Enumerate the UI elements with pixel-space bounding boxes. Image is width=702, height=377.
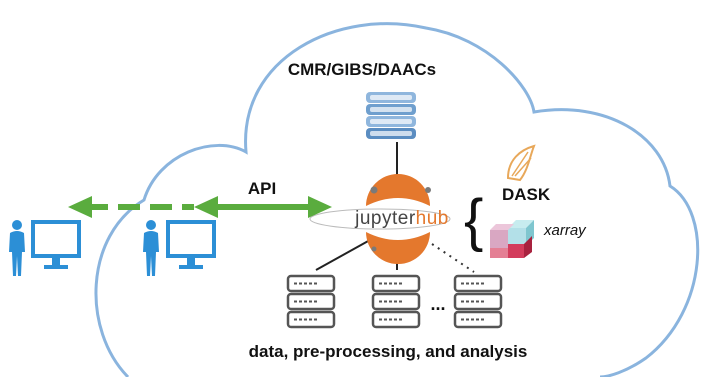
cloud-outline — [94, 22, 700, 377]
server-rack-icon — [286, 274, 336, 329]
curly-brace: { — [464, 188, 483, 253]
api-label: API — [248, 179, 276, 198]
server-ellipsis: ... — [430, 294, 445, 314]
server-rack-icon — [371, 274, 421, 329]
monitor-icon — [166, 220, 216, 269]
monitor-icon — [31, 220, 81, 269]
xarray-cubes-icon — [490, 220, 534, 258]
jupyterhub-label-suffix: hub — [416, 208, 449, 229]
person-icon — [9, 220, 25, 276]
person-icon — [143, 220, 159, 276]
dask-label: DASK — [502, 185, 551, 204]
books-stack-icon — [366, 92, 416, 139]
api-arrow — [68, 196, 332, 218]
title-label: CMR/GIBS/DAACs — [288, 60, 436, 79]
xarray-label: xarray — [543, 222, 587, 239]
footer-label: data, pre-processing, and analysis — [249, 342, 528, 361]
connector-server-3 — [431, 243, 475, 273]
server-rack-icon — [453, 274, 503, 329]
connector-server-1 — [315, 239, 371, 271]
jupyter-logo-icon — [309, 174, 451, 264]
jupyterhub-label-prefix: jupyter — [354, 208, 416, 229]
dask-logo-icon — [506, 144, 536, 182]
jupyterhub-label: jupyterhub — [354, 208, 449, 229]
